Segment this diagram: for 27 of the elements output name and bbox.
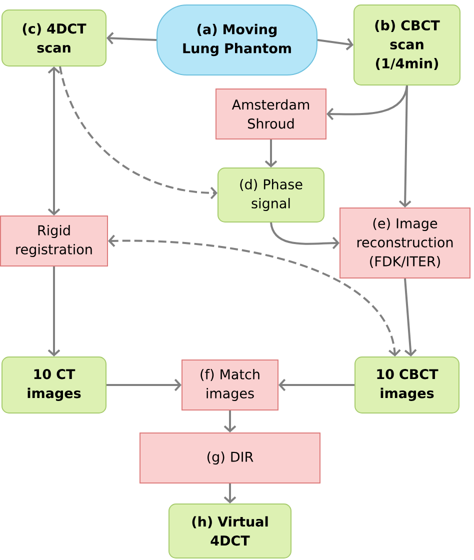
process-box: Rigid registration [0, 216, 108, 266]
dashed-arrow [59, 66, 218, 200]
dashed-arrow [108, 234, 401, 356]
arrow [264, 140, 278, 168]
arrow [398, 85, 412, 208]
arrow [270, 222, 340, 250]
process-box: (f) Match images [182, 360, 278, 410]
arrow [326, 85, 408, 120]
process-box: (g) DIR [140, 432, 320, 484]
arrow [317, 38, 354, 50]
start-terminal: (a) Moving Lung Phantom [156, 4, 318, 76]
process-box: 10 CBCT images [354, 356, 460, 414]
arrow [224, 410, 236, 432]
arrow [278, 378, 354, 392]
arrow [106, 378, 182, 392]
arrow [48, 66, 60, 216]
arrow [404, 278, 417, 356]
process-box: (d) Phase signal [218, 168, 324, 222]
process-box: 10 CT images [2, 356, 106, 414]
process-box: Amsterdam Shroud [216, 88, 326, 140]
arrow [224, 484, 236, 504]
process-box: (c) 4DCT scan [2, 10, 106, 66]
process-box: (b) CBCT scan (1/4min) [354, 4, 460, 86]
process-box: (e) Image reconstruction (FDK/ITER) [340, 208, 470, 278]
arrow [48, 266, 60, 356]
process-box: (h) Virtual 4DCT [168, 504, 292, 558]
arrow [106, 32, 157, 44]
